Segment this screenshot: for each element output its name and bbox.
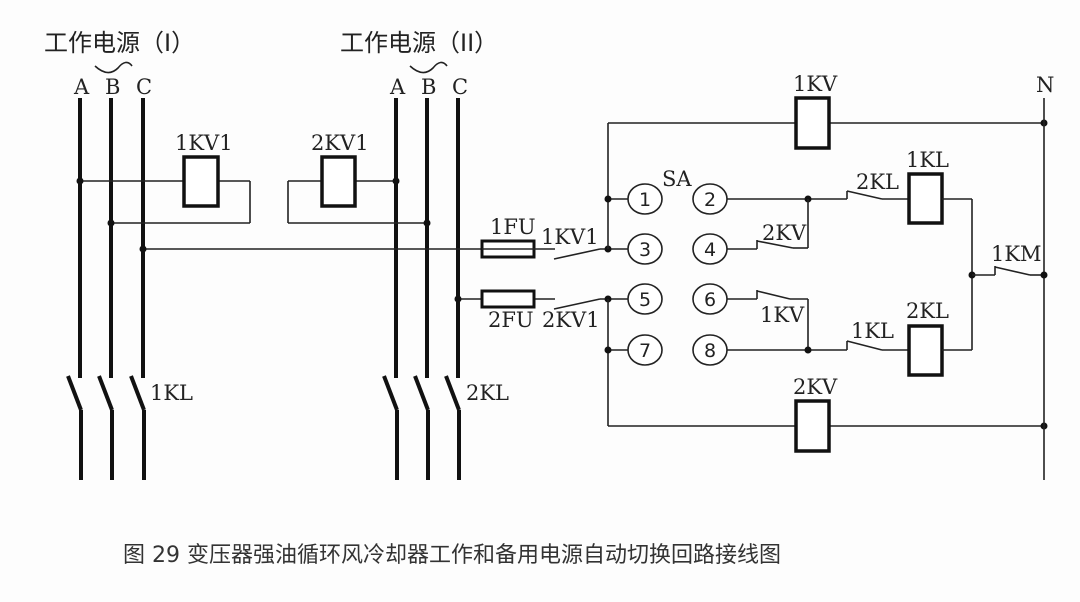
relay-2kv-label: 2KV	[793, 375, 838, 399]
phase-b-1: B	[105, 75, 120, 99]
selector-switch-sa[interactable]: 1 2 3 4 5 6 7 8	[627, 183, 728, 366]
contactor-1kl-label: 1KL	[150, 381, 193, 405]
sa-label: SA	[662, 167, 692, 191]
phase-a-1: A	[73, 75, 90, 99]
sa-terminal-5[interactable]	[627, 283, 663, 315]
relay-1kv-label: 1KV	[793, 72, 838, 96]
sa-terminal-4-label: 4	[704, 239, 716, 261]
tilde-mark-1	[94, 61, 133, 74]
relay-2kl-label: 2KL	[906, 299, 949, 323]
branch-2kl	[727, 324, 972, 377]
contact-2kv1-label: 2KV1	[542, 308, 600, 332]
fuse-2fu-label: 2FU	[488, 308, 534, 332]
relay-1kv1	[76, 155, 251, 227]
source1-title: 工作电源（I）	[44, 29, 195, 57]
neutral-label: N	[1036, 73, 1054, 97]
contact-1kl-label: 1KL	[851, 319, 894, 343]
relay-1kl-label: 1KL	[906, 148, 949, 172]
sa-terminal-2-label: 2	[704, 189, 716, 211]
contact-1kv1-label: 1KV1	[541, 225, 599, 249]
source1-bus	[66, 98, 146, 480]
contact-2kv-label: 2KV	[762, 221, 807, 245]
relay-2kv	[608, 399, 1048, 453]
source2-title: 工作电源（II）	[340, 29, 498, 57]
relay-2kv1-label: 2KV1	[311, 131, 369, 155]
phase-a-2: A	[389, 75, 406, 99]
relay-1kv	[608, 96, 1048, 150]
tilde-mark-2	[409, 61, 448, 74]
contact-2kl-label: 2KL	[856, 170, 899, 194]
fuse-1fu-label: 1FU	[490, 215, 536, 239]
phase-c-2: C	[452, 75, 468, 99]
phase-b-2: B	[421, 75, 436, 99]
sa-terminal-1[interactable]	[627, 183, 663, 215]
relay-1kv1-label: 1KV1	[175, 131, 233, 155]
sa-terminal-6-label: 6	[704, 289, 716, 311]
contact-1km	[968, 266, 1048, 279]
branch-2kv-contact	[727, 199, 809, 250]
contact-1kv-label: 1KV	[760, 303, 805, 327]
sa-terminal-3-label: 3	[639, 239, 651, 261]
sa-terminal-7[interactable]	[627, 334, 663, 366]
supply-line-1	[139, 239, 628, 260]
sa-terminal-7-label: 7	[639, 340, 651, 362]
supply-line-2	[454, 289, 628, 310]
branch-1kv-contact	[727, 290, 809, 350]
phase-c-1: C	[136, 75, 152, 99]
control-left-rail	[604, 123, 628, 426]
source2-bus	[382, 98, 461, 480]
sa-terminal-1-label: 1	[639, 189, 651, 211]
relay-2kv1	[287, 155, 431, 227]
sa-terminal-3[interactable]	[627, 233, 663, 265]
sa-terminal-5-label: 5	[639, 289, 651, 311]
sa-terminal-8-label: 8	[704, 340, 716, 362]
figure-caption: 图 29 变压器强油循环风冷却器工作和备用电源自动切换回路接线图	[123, 543, 781, 568]
contactor-2kl-label: 2KL	[466, 381, 509, 405]
contact-1km-label: 1KM	[991, 242, 1042, 266]
